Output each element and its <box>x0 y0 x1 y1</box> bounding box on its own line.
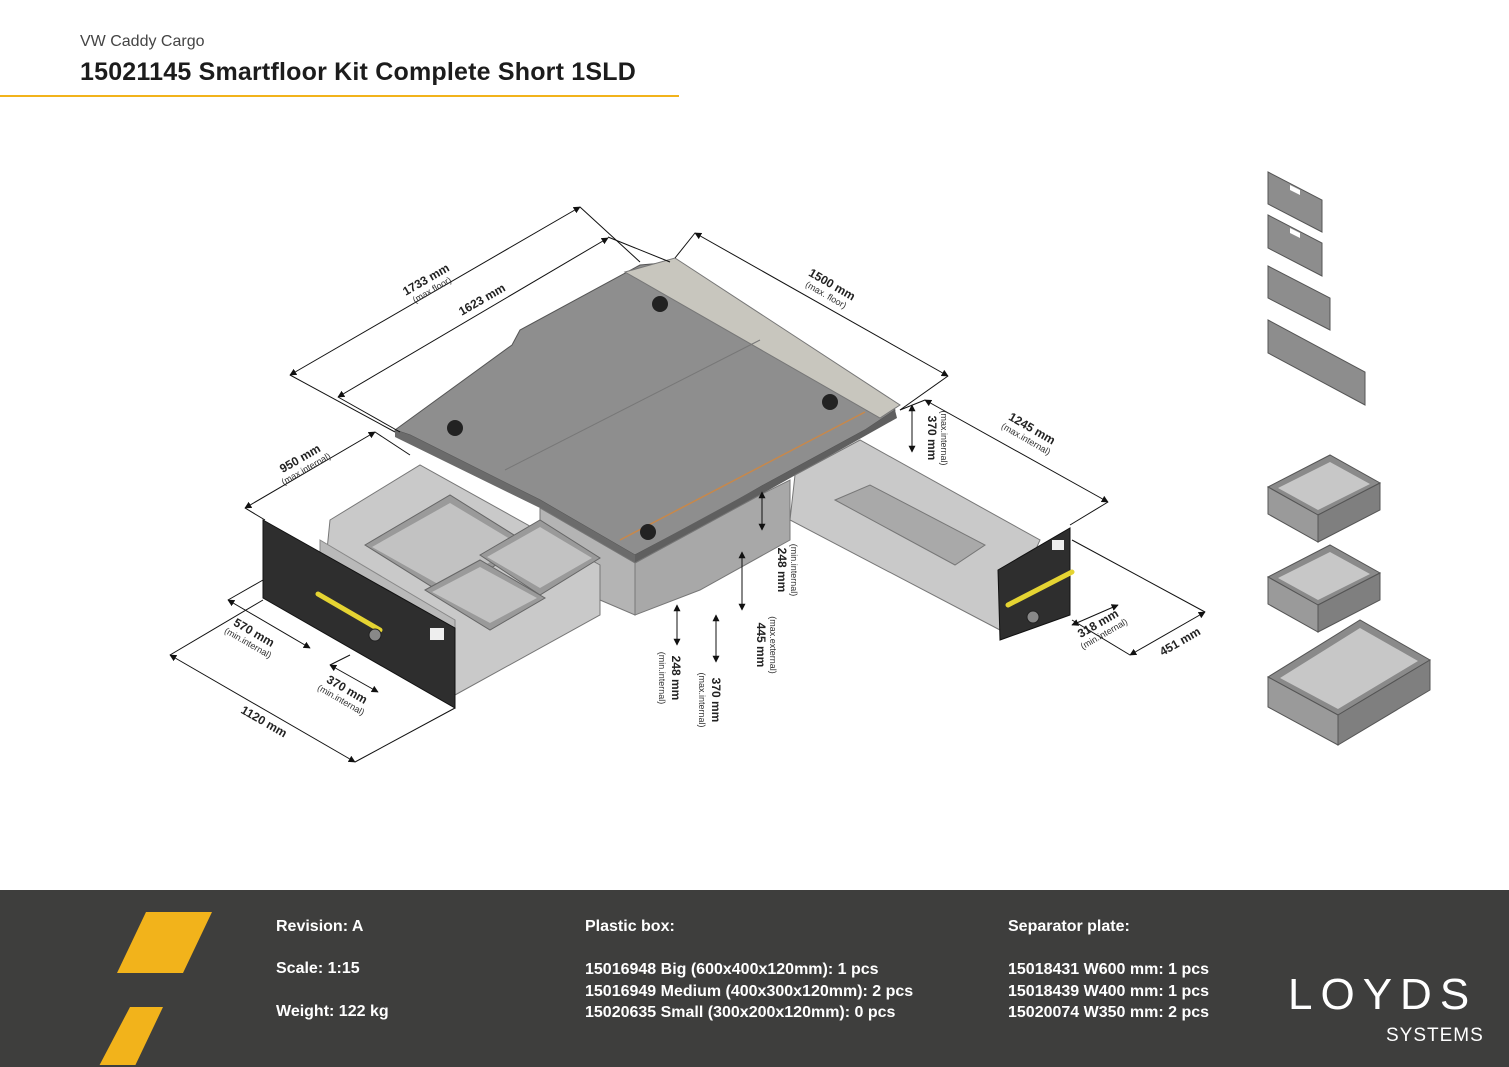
separator-plate-1 <box>1267 171 1323 233</box>
dim-label-1120: 1120 mm <box>239 703 290 740</box>
dim-label-248a: 248 mm (min.internal) <box>775 544 799 597</box>
separator-plate-3 <box>1267 265 1331 331</box>
separator-plate-4 <box>1267 319 1366 406</box>
dim-451-value: 451 mm <box>1157 624 1203 658</box>
dim-1120-value: 1120 mm <box>239 703 290 740</box>
dim-445-value: 445 mm <box>754 623 768 668</box>
separator-plate-item: 15018431 W600 mm: 1 pcs <box>1008 961 1210 978</box>
separator-plate-list: 15018431 W600 mm: 1 pcs 15018439 W400 mm… <box>1008 959 1209 1024</box>
dim-445-note: (max.external) <box>768 616 778 674</box>
plastic-box-list: 15016948 Big (600x400x120mm): 1 pcs 1501… <box>585 959 913 1024</box>
right-drawer <box>789 439 1075 641</box>
separator-plate-item: 15018439 W400 mm: 1 pcs <box>1008 982 1210 1000</box>
plastic-box-item: 15016948 Big (600x400x120mm): 1 pcs <box>585 961 879 978</box>
weight-label: Weight: 122 kg <box>276 1003 389 1020</box>
plastic-box-item: 15016949 Medium (400x300x120mm): 2 pcs <box>585 982 914 1000</box>
plastic-box-heading: Plastic box: <box>585 918 675 935</box>
brand-logo: LOYDS <box>1288 970 1478 1019</box>
dim-label-370b: 370 mm (max.internal) <box>697 672 723 727</box>
plastic-box-item: 15020635 Small (300x200x120mm): 0 pcs <box>585 1004 896 1021</box>
separator-plates <box>1267 171 1366 406</box>
separator-plate-2 <box>1267 214 1323 277</box>
dim-label-248b: 248 mm (min.internal) <box>657 652 683 705</box>
page-title: 15021145 Smartfloor Kit Complete Short 1… <box>80 58 636 86</box>
dim-label-370c: 370 mm (min.internal) <box>316 672 370 717</box>
separator-plate-item: 15020074 W350 mm: 2 pcs <box>1008 1004 1210 1021</box>
technical-drawing: 1733 mm (max.floor) 1623 mm 1500 mm (max… <box>169 171 1431 763</box>
dim-370b-value: 370 mm <box>709 678 723 723</box>
plastic-box-medium-2 <box>1266 544 1382 633</box>
plastic-box-big <box>1267 619 1431 746</box>
dim-label-570: 570 mm (min.internal) <box>223 615 277 660</box>
separator-plate-heading: Separator plate: <box>1008 918 1130 935</box>
dim-248a-value: 248 mm <box>775 548 789 593</box>
dim-label-1733: 1733 mm (max.floor) <box>400 261 453 305</box>
revision-label: Revision: A <box>276 918 364 935</box>
brand-subtitle: SYSTEMS <box>1386 1025 1484 1046</box>
footer-bar: Revision: A Scale: 1:15 Weight: 122 kg P… <box>0 890 1509 1067</box>
dim-label-950: 950 mm (max.internal) <box>277 441 332 487</box>
vehicle-model: VW Caddy Cargo <box>80 33 205 50</box>
dim-248b-value: 248 mm <box>669 656 683 701</box>
dim-label-1245: 1245 mm (max.internal) <box>1000 410 1058 457</box>
dim-370a-value: 370 mm <box>925 416 939 461</box>
dim-label-318: 318 mm (min.internal) <box>1075 606 1129 651</box>
plastic-boxes <box>1266 454 1431 746</box>
floor-anchor-2 <box>447 420 463 436</box>
header-divider <box>0 95 679 97</box>
dim-370b-note: (max.internal) <box>697 672 707 727</box>
floor-anchor-1 <box>652 296 668 312</box>
dimension-lines <box>169 206 1206 763</box>
dim-248b-note: (min.internal) <box>657 652 667 705</box>
scale-label: Scale: 1:15 <box>276 960 360 977</box>
dim-370a-note: (max.internal) <box>939 410 949 465</box>
left-drawer <box>262 464 601 709</box>
dim-label-370a: 370 mm (max.internal) <box>925 410 949 465</box>
dim-label-451: 451 mm <box>1157 624 1203 658</box>
plastic-box-medium-1 <box>1266 454 1382 543</box>
dim-label-1500: 1500 mm (max. floor) <box>804 266 858 311</box>
floor-anchor-4 <box>640 524 656 540</box>
floor-anchor-3 <box>822 394 838 410</box>
brand-stripes-icon <box>99 912 212 1065</box>
dim-label-445: 445 mm (max.external) <box>754 616 778 674</box>
dim-248a-note: (min.internal) <box>789 544 799 597</box>
